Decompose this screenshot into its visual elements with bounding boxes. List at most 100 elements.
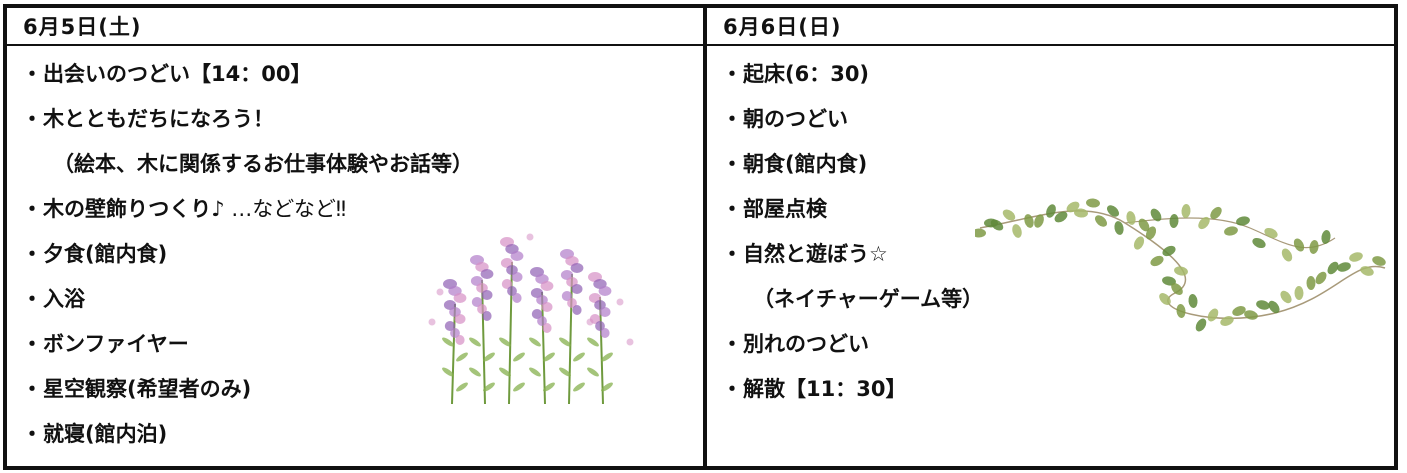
vine-leaf (1024, 214, 1034, 228)
day2-schedule-item: ・別れのつどい (721, 322, 1394, 367)
day1-schedule-item: ・夕食(館内食) (21, 232, 703, 277)
lavender-leaf (499, 367, 511, 377)
lavender-blossom (507, 286, 517, 296)
lavender-leaf (573, 382, 585, 392)
lavender-blossom (595, 321, 605, 331)
lavender-blossom (571, 284, 583, 294)
day1-schedule-item: ・木とともだちになろう！ (21, 97, 703, 142)
vine-leaf (1294, 286, 1304, 300)
schedule-item-text: 就寝(館内泊) (43, 422, 168, 446)
lavender-blossom (501, 279, 513, 289)
vine-leaf (1174, 266, 1188, 276)
vine-leaf (1106, 205, 1120, 217)
lavender-blossom (531, 309, 543, 319)
vine-leaf (1138, 218, 1150, 232)
vine-leaf (1337, 262, 1351, 272)
vine-leaf (1002, 209, 1016, 221)
schedule-item-text: 木の壁飾りつくり♪ (43, 197, 225, 221)
vine-leaf (1046, 204, 1056, 218)
schedule-item-text: 朝食(館内食) (743, 152, 868, 176)
vine-leaf (1268, 300, 1280, 314)
vine-leaf (1210, 206, 1222, 220)
lavender-leaf (483, 382, 495, 392)
day1-schedule-item: ・ボンファイヤー (21, 322, 703, 367)
schedule-item-text: 朝のつどい (743, 107, 848, 131)
lavender-blossom (599, 307, 611, 317)
day2-schedule-item: ・部屋点検 (721, 187, 1394, 232)
vine-leaf (1306, 276, 1316, 290)
vine-leaf (1114, 221, 1124, 235)
lavender-leaf (499, 337, 511, 347)
vine-leaf (1321, 230, 1331, 244)
day1-item-list: ・出会いのつどい【14：00】・木とともだちになろう！（絵本、木に関係するお仕事… (7, 46, 703, 457)
schedule-item-text: 自然と遊ぼう☆ (743, 242, 888, 266)
vine-leaf (1159, 293, 1171, 305)
lavender-leaf (442, 367, 454, 377)
lavender-leaf (601, 382, 613, 392)
lavender-petal-dot (586, 318, 594, 326)
vine-leaf (1360, 266, 1374, 276)
lavender-blossom (482, 311, 492, 321)
day1-schedule-item: ・就寝(館内泊) (21, 412, 703, 457)
vine-leaf (1012, 224, 1022, 238)
lavender-stem (481, 279, 486, 405)
lavender-petal-dot (626, 338, 634, 346)
schedule-item-text: 出会いのつどい【14：00】 (43, 62, 312, 86)
day1-header: 6月5日(土) (7, 8, 703, 46)
lavender-blossom (510, 251, 524, 261)
day1-schedule-item: ・入浴 (21, 277, 703, 322)
lavender-blossom (542, 323, 552, 333)
schedule-item-note: …などなど‼ (224, 197, 347, 221)
lavender-blossom (537, 316, 547, 326)
lavender-blossom (477, 304, 487, 314)
bullet-mark: ・ (21, 332, 43, 356)
schedule-item-text: 部屋点検 (743, 197, 827, 221)
vine-leaf (1150, 208, 1162, 222)
bullet-mark: ・ (721, 242, 743, 266)
lavender-blossom (471, 297, 483, 307)
schedule-table: 6月5日(土) ・出会いのつどい【14：00】・木とともだちになろう！（絵本、木… (3, 4, 1398, 470)
bullet-mark: ・ (21, 197, 43, 221)
lavender-leaf (456, 382, 468, 392)
schedule-item-text: 夕食(館内食) (43, 242, 168, 266)
lavender-blossom (541, 302, 553, 312)
vine-leaf (1281, 248, 1293, 262)
lavender-blossom (511, 272, 523, 282)
lavender-illustration (428, 233, 634, 405)
vine-leaf (1195, 318, 1207, 332)
bullet-mark: ・ (21, 287, 43, 311)
lavender-leaf (587, 337, 599, 347)
lavender-blossom (512, 293, 522, 303)
schedule-item-text: 別れのつどい (743, 332, 869, 356)
vine-leaf (1188, 294, 1198, 308)
lavender-blossom (444, 321, 456, 331)
lavender-blossom (540, 281, 554, 291)
lavender-blossom (480, 269, 494, 279)
day1-schedule-item: （絵本、木に関係するお仕事体験やお話等） (21, 142, 703, 187)
lavender-leaf (483, 352, 495, 362)
lavender-leaf (513, 382, 525, 392)
lavender-blossom (561, 291, 573, 301)
bullet-mark: ・ (21, 107, 43, 131)
lavender-blossom (455, 335, 465, 345)
day2-schedule-item: ・解散【11：30】 (721, 367, 1394, 412)
vine-leaf (1094, 215, 1108, 227)
vine-leaf (1293, 238, 1305, 252)
vine-leaf (1349, 252, 1363, 262)
vine-leaf (1256, 300, 1270, 310)
day2-schedule-item: ・朝のつどい (721, 97, 1394, 142)
lavender-leaf (513, 352, 525, 362)
day1-schedule-item: ・出会いのつどい【14：00】 (21, 52, 703, 97)
day1-schedule-item: ・木の壁飾りつくり♪ …などなど‼ (21, 187, 703, 232)
vine-leaf (1309, 240, 1319, 254)
day2-schedule-item: ・自然と遊ぼう☆ (721, 232, 1394, 277)
lavender-petal-dot (616, 298, 624, 306)
vine-leaf (1315, 271, 1327, 285)
lavender-blossom (481, 290, 493, 300)
lavender-leaf (469, 337, 481, 347)
lavender-leaf (573, 352, 585, 362)
lavender-blossom (454, 314, 466, 324)
lavender-blossom (453, 293, 467, 303)
vine-leaf (1162, 245, 1176, 257)
schedule-item-text: ボンファイヤー (43, 332, 189, 356)
